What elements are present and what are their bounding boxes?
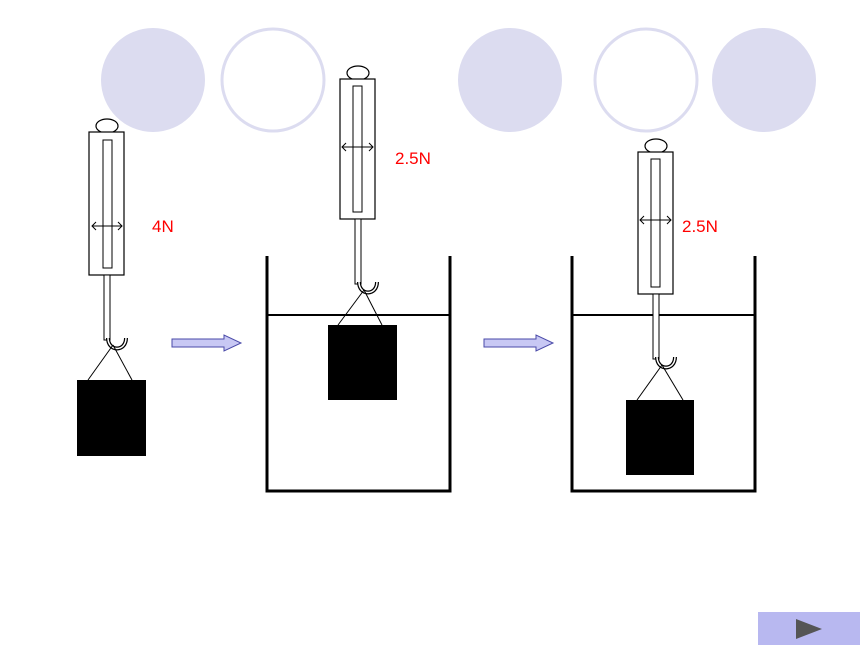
beaker-walls (570, 256, 757, 493)
block (77, 380, 146, 456)
scale-hook (655, 356, 677, 370)
scale-rod (103, 274, 111, 341)
beaker-fully-submerged: 2.5N (570, 138, 757, 493)
scale-slot (102, 139, 113, 269)
block-string (87, 344, 114, 381)
scale-slot (650, 158, 661, 288)
pointer-arrowhead (341, 142, 347, 152)
scale-ring (644, 138, 668, 154)
arrow-shape (171, 334, 243, 352)
decor-circle-filled (101, 28, 205, 132)
scale-ring (346, 65, 370, 81)
decorative-circles (101, 27, 816, 133)
right-arrow-icon (171, 334, 243, 352)
arrow-shape (483, 334, 555, 352)
spring-scale-in-air: 4N (77, 118, 174, 456)
scale-hook (106, 337, 128, 351)
decor-circle-filled (712, 28, 816, 132)
right-arrow-icon (483, 334, 555, 352)
block-string (363, 289, 383, 326)
block (328, 325, 397, 400)
scale-hook-inner (656, 356, 676, 369)
decor-circle-filled (458, 28, 562, 132)
scale-ring (95, 118, 119, 134)
scale-rod (354, 218, 362, 285)
scale-rod (652, 293, 660, 360)
next-slide-button[interactable] (758, 612, 860, 645)
pointer-arrowhead (91, 221, 97, 231)
scale-slot (352, 85, 363, 213)
scale-hook-inner (107, 337, 127, 350)
scale-hook (357, 281, 379, 295)
decor-circle-outline (593, 27, 699, 133)
block-string (112, 344, 133, 381)
block-string (636, 364, 663, 401)
pointer-arrowhead (117, 221, 123, 231)
block-string (661, 364, 684, 401)
reading-label-submerged-deep: 2.5N (682, 217, 718, 236)
pointer-arrowhead (639, 215, 645, 225)
block-string (337, 289, 365, 326)
scale-hook-inner (358, 281, 378, 294)
play-triangle (796, 618, 822, 639)
block (626, 400, 694, 475)
pointer-arrowhead (666, 215, 672, 225)
reading-label-submerged-top: 2.5N (395, 149, 431, 168)
play-triangle-icon (796, 618, 822, 639)
beaker-partially-submerged: 2.5N (265, 65, 452, 493)
pointer-arrowhead (368, 142, 374, 152)
reading-label-air: 4N (152, 217, 174, 236)
beaker-walls (265, 256, 452, 493)
decor-circle-outline (220, 27, 326, 133)
